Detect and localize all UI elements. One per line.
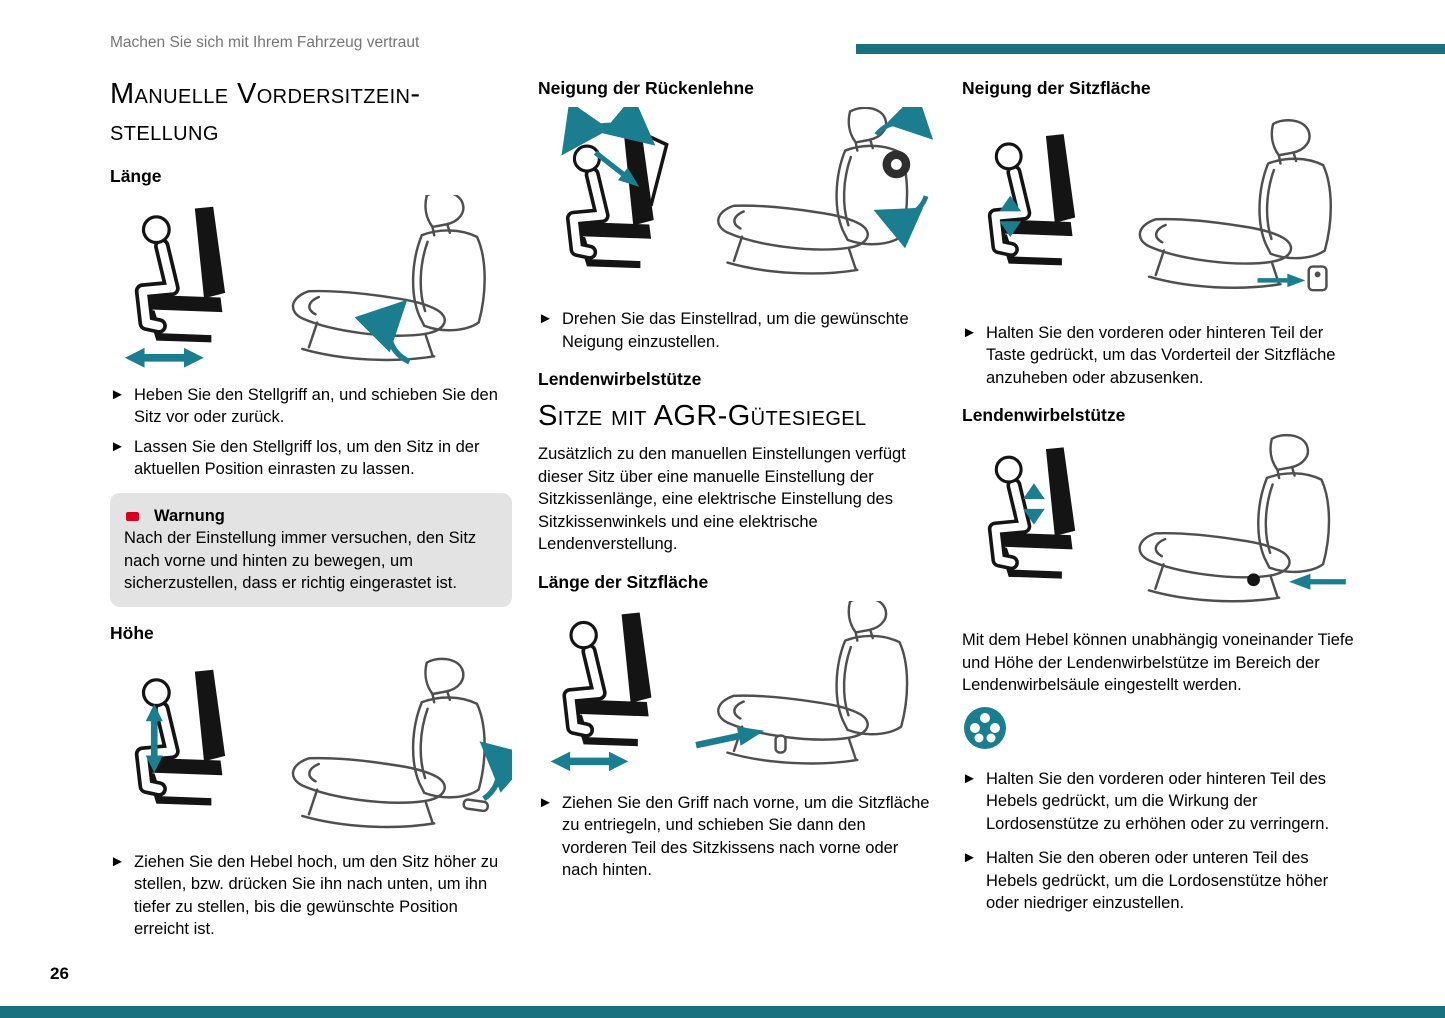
lumbar-up-triangle-icon [1023, 483, 1045, 500]
backrest-tilt-figure [538, 107, 934, 300]
list-item: ► Ziehen Sie den Hebel hoch, um den Sitz… [110, 851, 512, 941]
page-title: Manuelle Vordersitzein-stellung [110, 78, 421, 147]
column-middle: Neigung der Rückenlehne ► Drehen Sie das… [538, 76, 934, 889]
lumbar-illustration [962, 434, 1346, 603]
lumbar-control-wrap [962, 705, 1356, 756]
bullet-text: Ziehen Sie den Griff nach vorne, um die … [562, 793, 930, 880]
agr-intro-paragraph: Zusätzlich zu den manuellen Einstellunge… [538, 445, 906, 554]
list-item: ► Heben Sie den Stellgriff an, und schie… [110, 384, 512, 429]
warning-icon [126, 508, 140, 521]
person-figure-icon [574, 136, 654, 268]
lumbar-figure [962, 434, 1356, 621]
lift-handle-arrow-icon [354, 299, 411, 365]
lever-motion-arrow-icon [479, 741, 512, 801]
bullet-arrow-icon: ► [962, 849, 977, 867]
bullet-arrow-icon: ► [110, 385, 125, 403]
tilt-arc-arrow-icon [561, 107, 656, 156]
slide-arrow-icon [694, 720, 767, 755]
backrest-tilt-illustration [561, 107, 934, 300]
bullet-arrow-icon: ► [538, 793, 553, 811]
person-figure-icon [143, 207, 226, 343]
section-heading-sitzflaeche-laenge: Länge der Sitzfläche [538, 571, 709, 592]
section-heading-laenge: Länge [110, 166, 162, 186]
warning-box: Warnung Nach der Einstellung immer versu… [110, 492, 512, 607]
lumbar-lever-icon [1247, 573, 1260, 587]
bullet-text: Heben Sie den Stellgriff an, und schiebe… [134, 385, 498, 427]
cushion-length-figure [538, 600, 934, 784]
lumbar-intro-paragraph: Mit dem Hebel können unabhängig voneinan… [962, 631, 1354, 695]
bullet-arrow-icon: ► [962, 323, 977, 341]
height-lever-icon [462, 798, 490, 813]
cushion-length-illustration [550, 600, 909, 771]
bullet-arrow-icon: ► [538, 310, 553, 328]
tilt-down-triangle-icon [999, 221, 1022, 238]
top-accent-bar [856, 44, 1445, 54]
sitzflaeche-neigung-bullets: ► Halten Sie den vorderen oder hinteren … [962, 322, 1356, 390]
section-heading-rueckenlehne: Neigung der Rückenlehne [538, 78, 754, 98]
laenge-bullets: ► Heben Sie den Stellgriff an, und schie… [110, 384, 512, 481]
tilt-up-triangle-icon [999, 195, 1022, 212]
section-heading-lendenwirbel: Lendenwirbelstütze [962, 405, 1126, 426]
bullet-text: Ziehen Sie den Hebel hoch, um den Sitz h… [134, 852, 499, 939]
agr-title: Sitze mit AGR-Gütesiegel [538, 400, 867, 433]
warning-text: Nach der Einstellung immer versuchen, de… [124, 529, 477, 593]
section-heading-lendenwirbelstuetze: Lendenwirbelstütze [538, 369, 702, 390]
bullet-text: Drehen Sie das Einstellrad, um die gewün… [562, 310, 909, 351]
rueckenlehne-bullets: ► Drehen Sie das Einstellrad, um die gew… [538, 308, 934, 353]
lumbar-control-icon [964, 706, 1006, 749]
seat-height-figure [110, 652, 512, 843]
person-figure-icon [995, 134, 1075, 265]
sitzflaeche-laenge-bullets: ► Ziehen Sie den Griff nach vorne, um di… [538, 792, 934, 882]
section-heading-hoehe: Höhe [110, 622, 154, 643]
lumbar-down-triangle-icon [1023, 509, 1045, 525]
seat-outline-icon [1138, 118, 1333, 289]
forward-back-arrow-icon [124, 347, 204, 368]
cushion-tilt-illustration [962, 118, 1333, 292]
column-left: Manuelle Vordersitzein-stellung Länge ► … [110, 76, 512, 948]
section-heading-sitzflaeche-neigung: Neigung der Sitzfläche [962, 78, 1151, 98]
seat-outline-icon [291, 657, 486, 829]
seat-height-illustration [110, 657, 512, 829]
seat-length-figure [110, 195, 512, 376]
cushion-tilt-figure [962, 107, 1356, 314]
recline-wheel-center-icon [890, 158, 902, 170]
list-item: ► Lassen Sie den Stellgriff los, um den … [110, 436, 512, 481]
bullet-arrow-icon: ► [962, 769, 977, 787]
lendenwirbel-bullets: ► Halten Sie den vorderen oder hinteren … [962, 768, 1356, 915]
page-number: 26 [50, 964, 69, 983]
list-item: ► Halten Sie den oberen oder unteren Tei… [962, 847, 1356, 915]
bullet-text: Halten Sie den vorderen oder hinteren Te… [986, 323, 1336, 387]
wheel-turn-arrow-down-icon [873, 195, 929, 249]
lever-pointer-arrow-icon [1289, 574, 1346, 591]
seat-outline-icon [1138, 434, 1331, 603]
bullet-text: Halten Sie den vorderen oder hinteren Te… [986, 769, 1330, 833]
running-header: Machen Sie sich mit Ihrem Fahrzeug vertr… [110, 34, 420, 51]
list-item: ► Halten Sie den vorderen oder hinteren … [962, 768, 1356, 836]
bullet-arrow-icon: ► [110, 437, 125, 455]
bullet-arrow-icon: ► [110, 852, 125, 870]
list-item: ► Drehen Sie das Einstellrad, um die gew… [538, 308, 934, 353]
cushion-grip-icon [774, 733, 787, 754]
cushion-tilt-button-icon [1307, 265, 1328, 292]
forward-back-arrow-icon [550, 751, 629, 771]
wheel-turn-arrow-up-icon [874, 107, 934, 140]
list-item: ► Halten Sie den vorderen oder hinteren … [962, 322, 1356, 390]
warning-title: Warnung [154, 506, 225, 525]
bottom-accent-bar [0, 1006, 1445, 1018]
bullet-text: Lassen Sie den Stellgriff los, um den Si… [134, 437, 480, 479]
person-figure-icon [570, 612, 651, 746]
column-right: Neigung der Sitzfläche ► Halten Sie den … [962, 76, 1356, 922]
list-item: ► Ziehen Sie den Griff nach vorne, um di… [538, 792, 934, 882]
hoehe-bullets: ► Ziehen Sie den Hebel hoch, um den Sitz… [110, 851, 512, 941]
button-dot-icon [1314, 271, 1321, 278]
bullet-text: Halten Sie den oberen oder unteren Teil … [986, 849, 1329, 913]
seat-length-illustration [124, 195, 486, 368]
